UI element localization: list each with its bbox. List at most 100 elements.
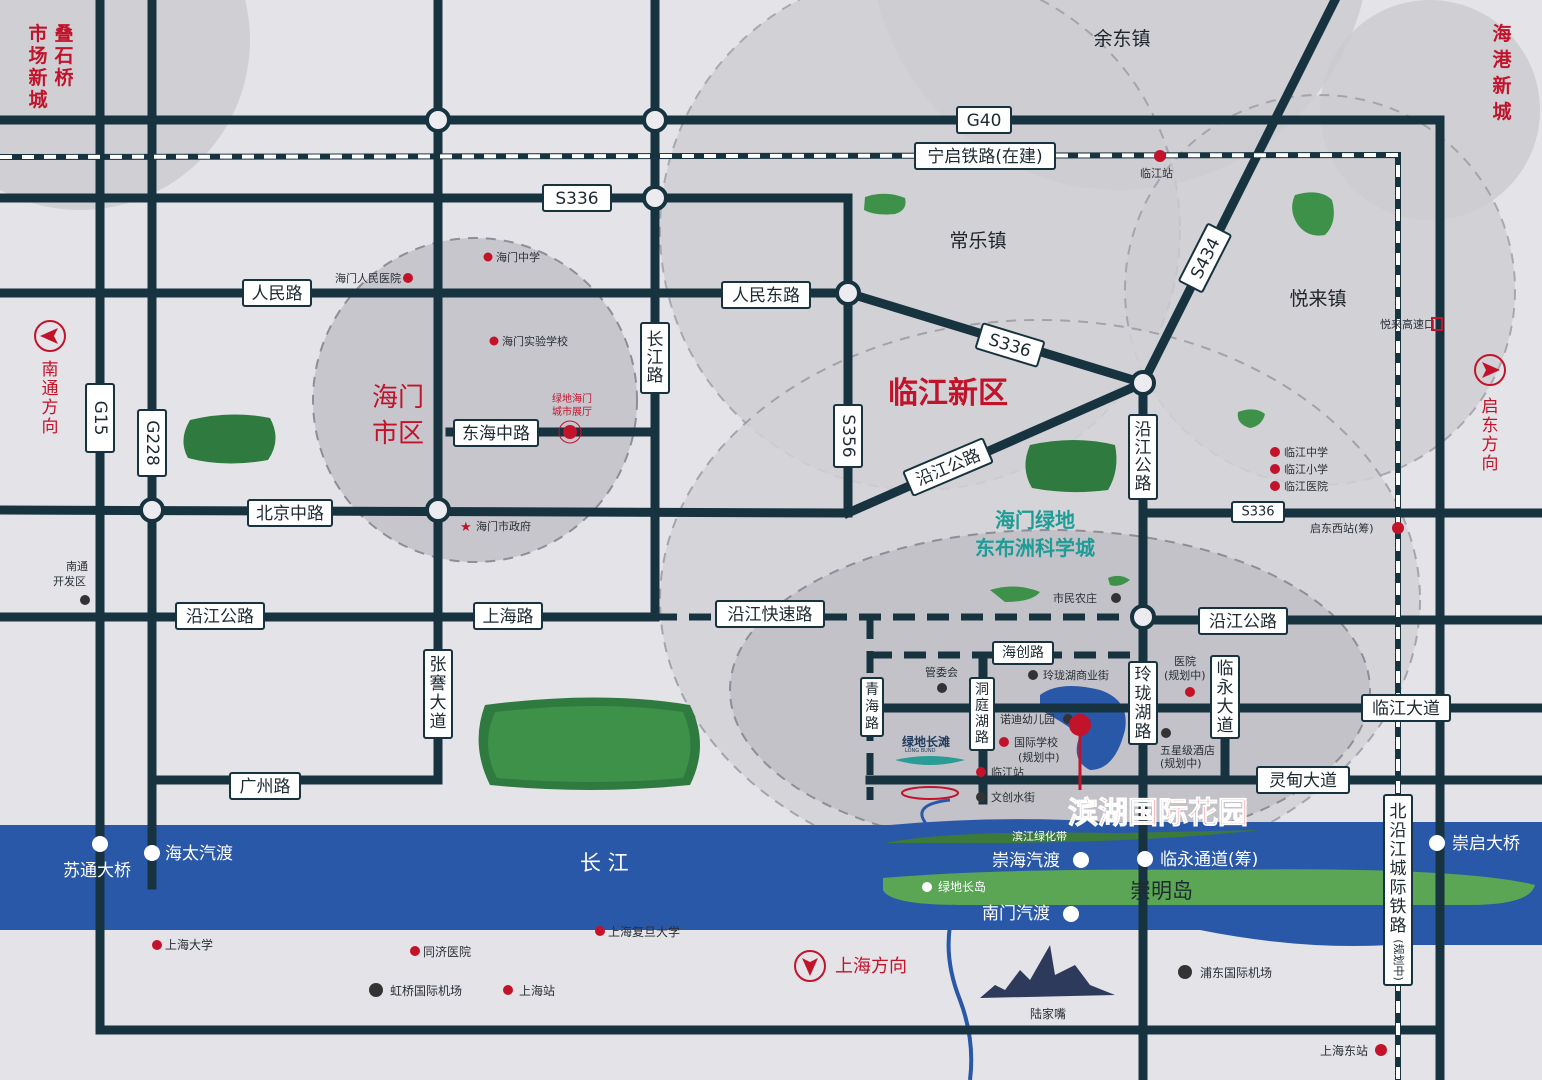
svg-text:路: 路: [975, 730, 989, 746]
svg-text:临江中学: 临江中学: [1284, 445, 1328, 459]
svg-text:诺迪幼儿园: 诺迪幼儿园: [1000, 713, 1055, 726]
svg-text:玲珑湖商业街: 玲珑湖商业街: [1043, 668, 1109, 682]
svg-text:城: 城: [1492, 100, 1511, 123]
svg-text:路: 路: [865, 716, 879, 732]
svg-text:北: 北: [1390, 802, 1407, 822]
road-label-renmin: 人民路: [242, 279, 312, 307]
svg-text:洞: 洞: [975, 682, 989, 698]
svg-text:绿地长岛: 绿地长岛: [938, 879, 986, 894]
svg-text:临江新区: 临江新区: [888, 376, 1008, 411]
shanghai-poi: 上海大学 同济医院 上海复旦大学 虹桥国际机场 上海站 浦东国际机场 陆家嘴 上…: [152, 924, 1387, 1058]
svg-text:铁: 铁: [1390, 897, 1407, 917]
road-label-g228: G228: [137, 409, 167, 477]
road-label-haichuang: 海创路: [992, 641, 1054, 665]
svg-text:湖: 湖: [975, 714, 989, 730]
svg-text:上海站: 上海站: [519, 983, 555, 998]
svg-text:★: ★: [460, 520, 472, 535]
road-label-yanjiang-fast: 沿江快速路: [715, 600, 825, 628]
svg-text:海: 海: [1492, 22, 1511, 45]
svg-text:张: 张: [430, 655, 447, 675]
road-label-qinghai: 青海路: [860, 677, 884, 737]
svg-text:上海方向: 上海方向: [835, 956, 907, 977]
svg-text:浦东国际机场: 浦东国际机场: [1200, 966, 1272, 980]
svg-text:(规划中): (规划中): [1160, 756, 1202, 770]
svg-text:上海东站: 上海东站: [1320, 1043, 1368, 1058]
river-labels: 苏通大桥 海太汽渡 长 江 崇海汽渡 临永通道(筹) 崇启大桥 绿地长岛 崇明岛…: [63, 834, 1520, 924]
svg-text:路: 路: [1135, 722, 1152, 742]
svg-text:绿地长滩: 绿地长滩: [902, 734, 950, 749]
svg-text:滨江绿化带: 滨江绿化带: [1012, 829, 1067, 843]
svg-text:桥: 桥: [54, 66, 74, 89]
road-label-donghai: 东海中路: [453, 419, 539, 447]
svg-text:宁启铁路(在建): 宁启铁路(在建): [927, 147, 1042, 167]
svg-text:沿: 沿: [1390, 821, 1407, 841]
svg-text:临江大道: 临江大道: [1372, 699, 1440, 719]
svg-text:S336: S336: [555, 189, 598, 209]
svg-text:海门中学: 海门中学: [496, 250, 540, 264]
svg-text:东布洲科学城: 东布洲科学城: [975, 536, 1095, 560]
svg-text:东海中路: 东海中路: [462, 424, 530, 444]
svg-text:沿江快速路: 沿江快速路: [728, 605, 813, 625]
svg-text:城市展厅: 城市展厅: [552, 405, 592, 418]
svg-text:公: 公: [1135, 456, 1152, 476]
road-label-ningqi: 宁启铁路(在建): [914, 142, 1056, 170]
svg-text:南门汽渡: 南门汽渡: [982, 904, 1050, 924]
road-label-yanjiang-left: 沿江公路: [175, 602, 265, 630]
svg-text:绿地海门: 绿地海门: [552, 392, 592, 405]
svg-text:G40: G40: [967, 111, 1002, 131]
road-label-g15: G15: [85, 383, 115, 453]
road-label-yanjiang-vert: 沿江公路: [1128, 414, 1158, 500]
svg-text:海门实验学校: 海门实验学校: [502, 334, 568, 348]
svg-text:大: 大: [430, 693, 447, 713]
road-label-renmin-east: 人民东路: [721, 281, 811, 309]
road-label-beijing: 北京中路: [247, 499, 333, 527]
svg-text:上海复旦大学: 上海复旦大学: [608, 924, 680, 939]
svg-text:苏通大桥: 苏通大桥: [63, 861, 131, 881]
poi-markers: 海门中学 海门人民医院 海门实验学校 绿地海门 城市展厅 ★海门市政府 南通开发…: [53, 150, 1443, 843]
svg-text:石: 石: [53, 45, 73, 67]
svg-text:广州路: 广州路: [240, 777, 291, 797]
svg-text:江: 江: [647, 348, 664, 368]
svg-text:(规划中): (规划中): [1164, 668, 1206, 682]
svg-text:陆家嘴: 陆家嘴: [1030, 1006, 1066, 1021]
svg-text:市区: 市区: [372, 419, 424, 449]
road-label-yanjiang-right: 沿江公路: [1198, 607, 1288, 635]
svg-text:路: 路: [647, 366, 664, 386]
road-label-s336-right: S336: [1231, 501, 1285, 523]
svg-text:大: 大: [1217, 697, 1234, 717]
svg-text:启东西站(筹): 启东西站(筹): [1310, 521, 1374, 535]
svg-text:叠: 叠: [54, 23, 73, 45]
svg-text:江: 江: [1135, 438, 1152, 458]
svg-text:场: 场: [28, 45, 47, 67]
svg-text:路: 路: [1135, 474, 1152, 494]
svg-text:同济医院: 同济医院: [423, 944, 471, 959]
chongming-island: [883, 869, 1535, 905]
svg-text:S336: S336: [1241, 505, 1274, 520]
svg-text:向: 向: [42, 417, 59, 437]
svg-text:临江站: 临江站: [991, 765, 1024, 779]
road-label-linjiang-ave: 临江大道: [1361, 694, 1451, 722]
svg-text:市: 市: [28, 22, 47, 45]
road-label-g40: G40: [956, 106, 1012, 134]
svg-text:滨湖国际花园: 滨湖国际花园: [1068, 796, 1248, 831]
svg-text:北京中路: 北京中路: [256, 504, 324, 524]
interchanges: [139, 107, 1156, 630]
svg-text:东: 东: [1482, 416, 1499, 436]
svg-text:港: 港: [1492, 49, 1512, 71]
svg-text:沿江公路: 沿江公路: [186, 607, 254, 627]
svg-text:临永通道(筹): 临永通道(筹): [1160, 850, 1258, 870]
svg-text:城: 城: [28, 88, 47, 111]
svg-text:临江医院: 临江医院: [1284, 479, 1328, 493]
svg-text:五星级酒店: 五星级酒店: [1160, 743, 1215, 757]
svg-text:新: 新: [1492, 74, 1511, 97]
svg-text:城: 城: [1390, 859, 1407, 879]
svg-text:方: 方: [42, 398, 59, 418]
svg-text:南: 南: [42, 360, 59, 380]
